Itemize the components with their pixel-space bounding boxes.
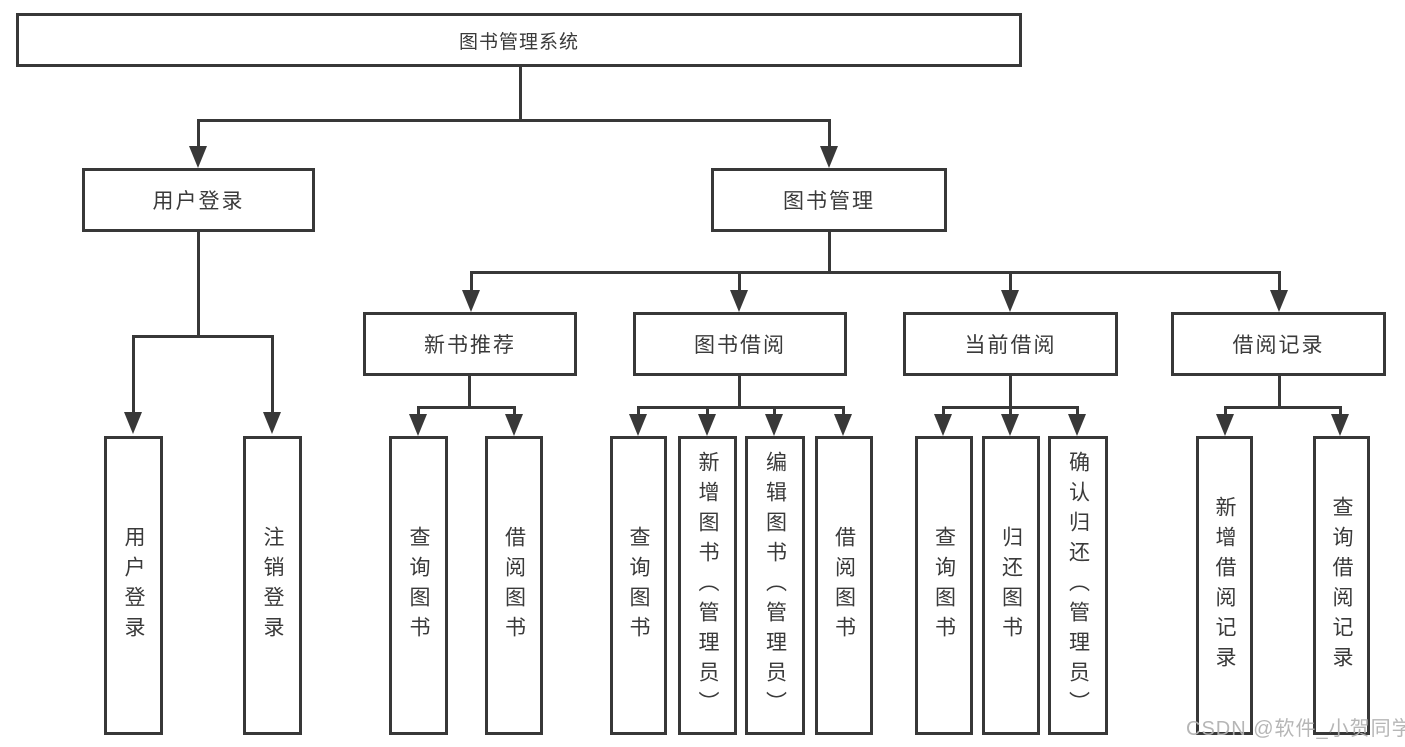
leaf-label: 归还图书 [999, 525, 1023, 646]
leaf-confirm-return-admin: 确认归还（管理员） [1048, 436, 1108, 735]
arrowhead-down-icon [1216, 414, 1234, 436]
arrowhead-down-icon [698, 414, 716, 436]
leaf-edit-books-admin: 编辑图书（管理员） [745, 436, 805, 735]
node-book-management-group: 图书管理 [711, 168, 947, 232]
leaf-label: 查询图书 [932, 525, 956, 646]
leaf-label: 用户登录 [122, 525, 145, 646]
leaf-return-books: 归还图书 [982, 436, 1040, 735]
connector-line [271, 335, 274, 418]
arrowhead-down-icon [1001, 290, 1019, 312]
node-label: 用户登录 [152, 190, 245, 213]
leaf-label: 查询图书 [407, 525, 430, 646]
arrowhead-down-icon [629, 414, 647, 436]
arrowhead-down-icon [263, 412, 281, 434]
node-library-management-system: 图书管理系统 [16, 13, 1022, 67]
arrowhead-down-icon [834, 414, 852, 436]
node-new-book-recommend: 新书推荐 [363, 312, 577, 376]
connector-line [942, 406, 945, 418]
connector-line [1224, 406, 1342, 409]
connector-line [842, 406, 845, 418]
leaf-label: 查询借阅记录 [1330, 495, 1353, 676]
connector-line [197, 232, 200, 335]
arrowhead-down-icon [1270, 290, 1288, 312]
node-label: 当前借阅 [964, 334, 1057, 357]
leaf-label: 确认归还（管理员） [1066, 450, 1090, 721]
connector-line [1339, 406, 1342, 418]
connector-line [1076, 406, 1079, 418]
connector-line [1009, 271, 1012, 295]
connector-line [197, 119, 831, 122]
arrowhead-down-icon [1331, 414, 1349, 436]
connector-line [470, 271, 473, 295]
connector-line [197, 119, 200, 150]
connector-line [1224, 406, 1227, 418]
arrowhead-down-icon [124, 412, 142, 434]
leaf-logout: 注销登录 [243, 436, 302, 735]
leaf-label: 新增借阅记录 [1213, 495, 1236, 676]
leaf-add-borrow-record: 新增借阅记录 [1196, 436, 1253, 735]
node-label: 借阅记录 [1232, 334, 1325, 357]
node-borrow-records: 借阅记录 [1171, 312, 1386, 376]
connector-line [773, 406, 776, 418]
arrowhead-down-icon [409, 414, 427, 436]
connector-line [738, 271, 741, 295]
connector-line [637, 406, 640, 418]
node-label: 图书借阅 [694, 334, 786, 357]
arrowhead-down-icon [1068, 414, 1086, 436]
leaf-borrow-books: 借阅图书 [815, 436, 873, 735]
arrowhead-down-icon [820, 146, 838, 168]
leaf-label: 新增图书（管理员） [696, 450, 719, 721]
csdn-watermark: CSDN @软件_小贺同学 [1186, 718, 1405, 740]
connector-line [132, 335, 274, 338]
node-current-borrow: 当前借阅 [903, 312, 1118, 376]
leaf-label: 查询图书 [627, 525, 650, 646]
leaf-label: 借阅图书 [832, 525, 856, 646]
connector-line [1278, 376, 1281, 406]
node-label: 图书管理系统 [458, 31, 579, 53]
connector-line [417, 406, 420, 418]
leaf-add-books-admin: 新增图书（管理员） [678, 436, 737, 735]
leaf-label: 借阅图书 [502, 525, 526, 646]
arrowhead-down-icon [730, 290, 748, 312]
connector-line [513, 406, 516, 418]
connector-line [637, 406, 845, 409]
arrowhead-down-icon [462, 290, 480, 312]
connector-line [132, 335, 135, 418]
connector-line [1009, 376, 1012, 406]
leaf-borrow-books-recommend: 借阅图书 [485, 436, 543, 735]
connector-line [468, 376, 471, 406]
leaf-query-books-borrow: 查询图书 [610, 436, 667, 735]
connector-line [738, 376, 741, 406]
connector-line [1278, 271, 1281, 295]
leaf-query-books-recommend: 查询图书 [389, 436, 448, 735]
leaf-query-books-current: 查询图书 [915, 436, 973, 735]
arrowhead-down-icon [505, 414, 523, 436]
connector-line [828, 232, 831, 271]
connector-line [470, 271, 1281, 274]
connector-line [828, 119, 831, 150]
connector-line [417, 406, 516, 409]
arrowhead-down-icon [1001, 414, 1019, 436]
arrowhead-down-icon [189, 146, 207, 168]
connector-line [706, 406, 709, 418]
node-user-login-group: 用户登录 [82, 168, 315, 232]
arrowhead-down-icon [934, 414, 952, 436]
leaf-query-borrow-record: 查询借阅记录 [1313, 436, 1370, 735]
connector-line [1009, 406, 1012, 418]
leaf-label: 编辑图书（管理员） [763, 450, 787, 721]
arrowhead-down-icon [765, 414, 783, 436]
leaf-user-login: 用户登录 [104, 436, 163, 735]
connector-line [519, 67, 522, 119]
node-label: 新书推荐 [424, 334, 516, 357]
leaf-label: 注销登录 [261, 525, 284, 646]
node-label: 图书管理 [783, 190, 875, 213]
node-book-borrow: 图书借阅 [633, 312, 847, 376]
